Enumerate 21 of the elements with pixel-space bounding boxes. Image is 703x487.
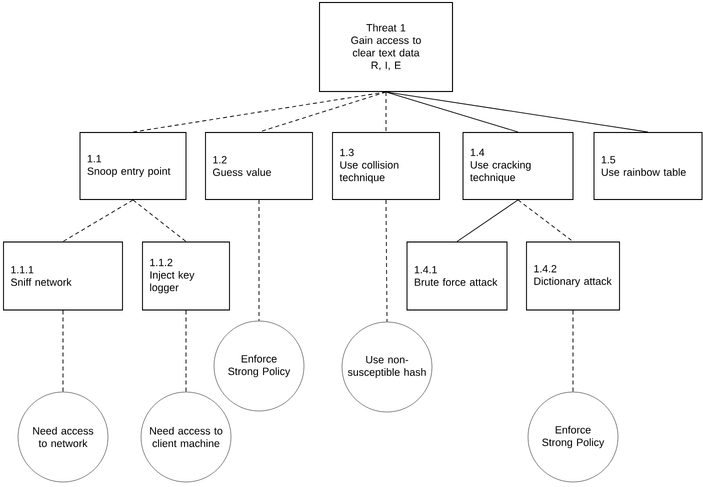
connector-line bbox=[258, 200, 260, 322]
attack-box: 1.4.1 Brute force attack bbox=[406, 242, 508, 310]
attack-box: 1.1.2 Inject key logger bbox=[142, 242, 230, 310]
attack-box: 1.1 Snoop entry point bbox=[80, 132, 186, 200]
connector-line bbox=[572, 310, 574, 392]
attack-box: 1.1.1 Sniff network bbox=[3, 242, 123, 310]
attack-box: 1.4 Use cracking technique bbox=[462, 132, 574, 200]
attack-box: 1.5 Use rainbow table bbox=[594, 132, 702, 200]
connector-line bbox=[518, 200, 574, 242]
connector-line bbox=[62, 200, 134, 242]
connector-line bbox=[132, 200, 186, 242]
connector-line bbox=[132, 92, 386, 132]
connector-line bbox=[386, 92, 648, 132]
threat-box: Threat 1 Gain access to clear text data R, I, E bbox=[319, 2, 453, 92]
connector-line bbox=[62, 310, 64, 392]
connector-line bbox=[386, 200, 388, 322]
connector-line bbox=[386, 92, 518, 132]
attack-box: 1.4.2 Dictionary attack bbox=[526, 242, 620, 310]
attack-box: 1.2 Guess value bbox=[205, 132, 313, 200]
connector-line bbox=[456, 200, 518, 242]
attack-box: 1.3 Use collision technique bbox=[332, 132, 440, 200]
